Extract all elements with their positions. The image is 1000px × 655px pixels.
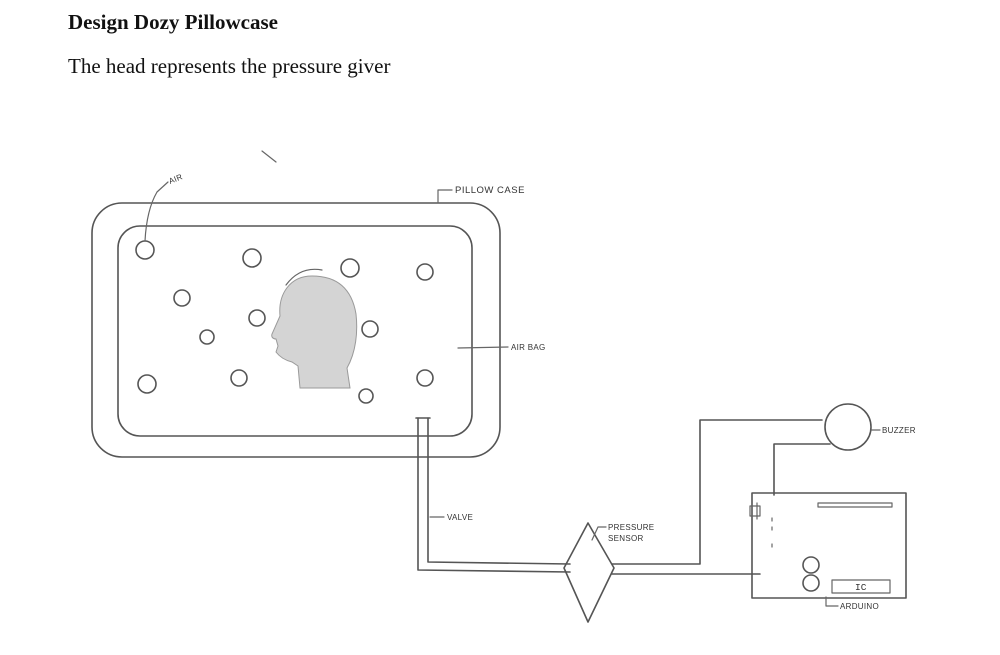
valve-label: VALVE <box>447 513 473 522</box>
document-subtitle: The head represents the pressure giver <box>68 54 391 78</box>
head-halo <box>285 268 323 286</box>
air-hole <box>340 258 360 278</box>
air-hole <box>230 369 248 387</box>
sensor-wire <box>611 419 823 565</box>
air-hole <box>137 374 157 394</box>
head-silhouette <box>271 275 358 389</box>
pillow-case-label: PILLOW CASE <box>455 185 525 196</box>
pencil-mark <box>261 150 277 163</box>
valve-tube <box>417 417 571 573</box>
air-hole <box>242 248 262 268</box>
ic-chip <box>831 579 891 594</box>
pressure-sensor <box>563 522 615 623</box>
air-hole <box>416 263 434 281</box>
arduino-label: ARDUINO <box>840 602 879 611</box>
pillow-case-pointer <box>437 189 453 204</box>
arduino-header-strip <box>817 502 893 508</box>
air-pointer <box>144 181 169 242</box>
ic-label: IC <box>855 582 867 593</box>
pressure-sensor-label-line1: PRESSURE <box>608 523 654 532</box>
air-bag-outline <box>117 225 473 437</box>
air-hole <box>358 388 374 404</box>
air-hole <box>248 309 266 327</box>
air-bag-pointer <box>457 346 509 349</box>
arduino-component <box>802 574 820 592</box>
valve-tube <box>427 417 571 565</box>
air-hole <box>416 369 434 387</box>
pressure-sensor-label-line2: SENSOR <box>608 534 644 543</box>
pressure-sensor-pointer <box>591 526 607 541</box>
air-hole <box>199 329 215 345</box>
arduino-board <box>751 492 907 599</box>
usb-connector <box>749 505 761 517</box>
buzzer-label: BUZZER <box>882 426 916 435</box>
arduino-pointer <box>825 596 839 607</box>
air-hole <box>173 289 191 307</box>
buzzer <box>824 403 872 451</box>
buzzer-wire <box>773 443 831 496</box>
air-label: AIR <box>167 172 184 186</box>
air-bag-label: AIR BAG <box>511 343 546 352</box>
pillow-case-outline <box>91 202 501 458</box>
air-hole <box>361 320 379 338</box>
air-hole <box>135 240 155 260</box>
document-title: Design Dozy Pillowcase <box>68 10 278 34</box>
arduino-component <box>802 556 820 574</box>
